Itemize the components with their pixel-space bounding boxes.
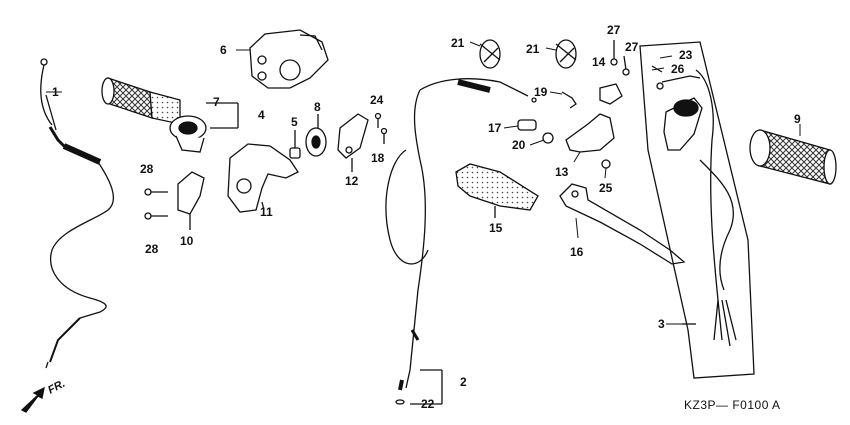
callout-12: 12 [345, 174, 359, 188]
diagram-code: KZ3P— F0100 A [684, 398, 781, 412]
callout-27b: 27 [625, 40, 639, 54]
callout-14: 14 [592, 55, 606, 69]
callout-24: 24 [370, 93, 384, 107]
lever-bracket-part-13-14 [565, 83, 623, 153]
callout-16: 16 [570, 245, 584, 259]
callout-21a: 21 [451, 36, 465, 50]
throttle-grip-part-4-7 [101, 77, 239, 153]
callout-22: 22 [421, 397, 435, 411]
kill-switch-assembly [651, 65, 737, 347]
callout-20: 20 [512, 138, 526, 152]
throttle-housing-part-6 [249, 29, 329, 89]
callout-9: 9 [794, 112, 801, 126]
callout-21b: 21 [526, 42, 540, 56]
callout-5: 5 [291, 115, 298, 129]
clutch-lever-part-16 [559, 183, 686, 265]
callout-10: 10 [180, 234, 194, 248]
callout-1: 1 [52, 85, 59, 99]
bolt-part-28 [144, 188, 168, 220]
callout-3: 3 [658, 317, 665, 331]
adjuster-part-17-20-19 [517, 91, 577, 144]
clamp-part-10 [177, 171, 205, 230]
callout-23: 23 [679, 48, 693, 62]
callout-6: 6 [220, 43, 227, 57]
callout-4: 4 [258, 108, 265, 122]
front-direction-arrow [20, 386, 45, 413]
pulley-part-8 [305, 114, 327, 157]
callout-18: 18 [371, 151, 385, 165]
callout-28b: 28 [145, 242, 159, 256]
callout-13: 13 [555, 165, 569, 179]
screw-part-27 [610, 40, 630, 76]
band-part-21b [555, 39, 577, 69]
band-part-21a [479, 39, 501, 69]
callout-15: 15 [489, 221, 503, 235]
lower-housing-part-11 [227, 143, 299, 213]
leader-lines [46, 41, 801, 325]
cover-part-12 [337, 113, 369, 172]
throttle-cable-part-1 [40, 58, 114, 369]
callout-25: 25 [599, 181, 613, 195]
nut-part-25 [601, 159, 611, 169]
left-grip-part-9 [749, 129, 837, 185]
callout-11: 11 [260, 205, 273, 219]
callout-8: 8 [314, 100, 321, 114]
clutch-cable-part-2 [385, 78, 537, 405]
lever-cover-part-15 [455, 163, 539, 218]
collar-part-5 [289, 130, 301, 159]
callout-26: 26 [671, 62, 685, 76]
callout-27a: 27 [607, 23, 621, 37]
screw-part-24-18 [374, 112, 388, 144]
callout-19: 19 [534, 85, 548, 99]
callout-7: 7 [213, 95, 220, 109]
callout-28a: 28 [140, 162, 154, 176]
callout-17: 17 [488, 121, 502, 135]
callout-2: 2 [460, 375, 467, 389]
